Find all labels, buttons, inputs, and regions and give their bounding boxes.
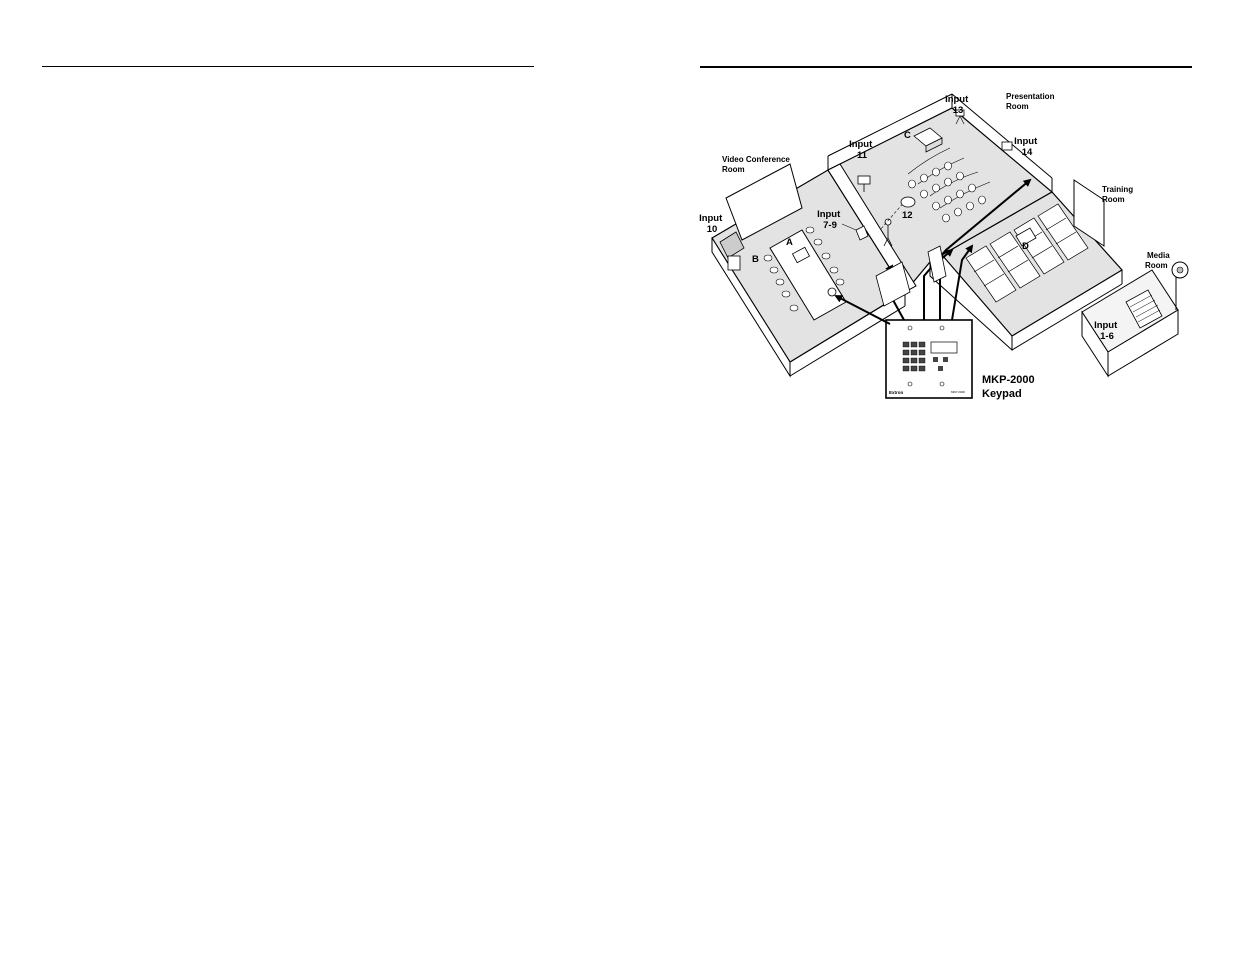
label-input-13: Input 13 bbox=[945, 94, 971, 116]
label-training-room: Training Room bbox=[1102, 185, 1135, 204]
label-input-7-9: Input 7-9 bbox=[817, 209, 843, 231]
marker-a: A bbox=[786, 237, 793, 248]
keypad-display bbox=[930, 341, 958, 354]
label-input-14: Input 14 bbox=[1014, 136, 1040, 158]
keypad-model: MKP 2000 bbox=[951, 390, 965, 394]
videoconference-unit bbox=[719, 231, 745, 271]
room-layout-diagram: Extron MKP 2000 Video Conference Room Pr… bbox=[699, 92, 1189, 400]
right-page-top-rule bbox=[700, 66, 1192, 68]
table-touchpanel bbox=[827, 287, 837, 297]
label-input-1-6: Input 1-6 bbox=[1094, 320, 1120, 342]
wall-plates bbox=[875, 245, 947, 307]
presenter-figure bbox=[883, 218, 893, 247]
training-projection-screen bbox=[1073, 179, 1105, 247]
camera-12-sightline bbox=[879, 199, 907, 231]
camera-12-dome bbox=[900, 196, 916, 208]
camera-14 bbox=[1001, 141, 1013, 151]
label-mkp-2000-keypad: MKP-2000 Keypad bbox=[982, 374, 1038, 400]
marker-b: B bbox=[752, 254, 759, 265]
label-input-10: Input 10 bbox=[699, 213, 725, 235]
presentation-seating bbox=[907, 147, 991, 223]
satellite-dish-icon bbox=[1171, 261, 1189, 310]
lectern bbox=[855, 225, 869, 241]
marker-12: 12 bbox=[902, 210, 913, 221]
label-input-11: Input 11 bbox=[849, 139, 875, 161]
media-equipment-rack bbox=[1125, 289, 1163, 329]
left-page-top-rule bbox=[42, 66, 534, 67]
mkp-2000-keypad: Extron MKP 2000 bbox=[885, 319, 973, 399]
camera-13 bbox=[955, 109, 965, 125]
label-video-conference-room: Video Conference Room bbox=[722, 155, 792, 174]
label-media-room: Media Room bbox=[1145, 251, 1172, 270]
marker-c: C bbox=[904, 130, 911, 141]
camera-11 bbox=[857, 175, 871, 192]
keypad-buttons bbox=[902, 341, 926, 372]
label-presentation-room: Presentation Room bbox=[1006, 92, 1057, 111]
keypad-brand: Extron bbox=[889, 390, 904, 395]
projector bbox=[913, 127, 943, 153]
training-podium bbox=[1015, 227, 1037, 247]
conference-chairs bbox=[763, 226, 845, 312]
marker-d: D bbox=[1022, 241, 1029, 252]
vc-projection-screen bbox=[725, 163, 803, 241]
